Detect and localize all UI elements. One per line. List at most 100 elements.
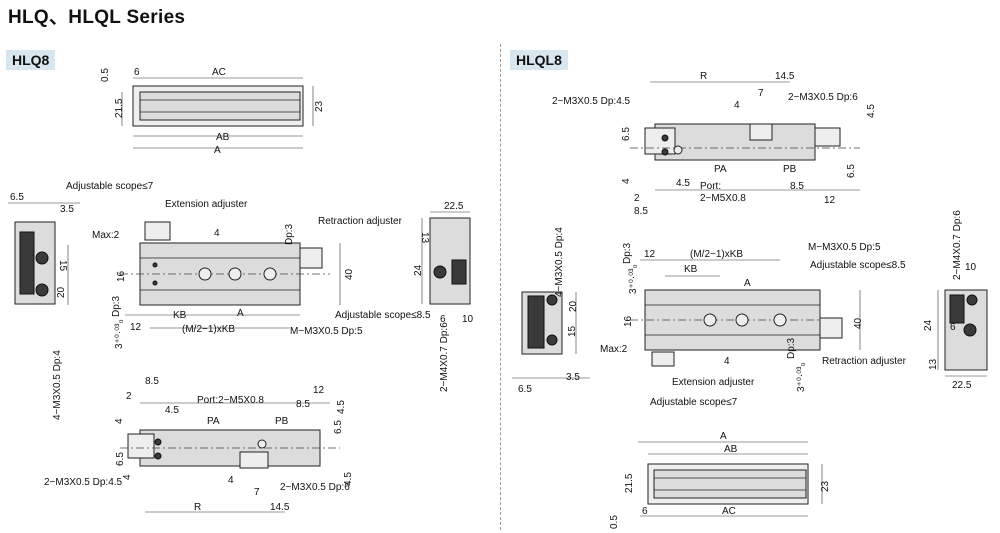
dim-label: 4 <box>214 228 220 239</box>
port-label: M−M3X0.5 Dp:5 <box>290 326 363 337</box>
hlql8-end-view: 2−M4X0.7 Dp:6 10 24 6 13 22.5 <box>923 210 988 391</box>
hlql8-top-view: R 14.5 2−M3X0.5 Dp:4.5 7 2−M3X0.5 Dp:6 4… <box>552 71 877 217</box>
dim-label: 6 <box>134 67 140 78</box>
dim-label: 3.5 <box>566 372 580 383</box>
dim-label: AC <box>212 67 226 78</box>
dim-label: 2 <box>126 391 132 402</box>
hlq8-front-view: Adjustable scope≤7 Extension adjuster Re… <box>66 181 431 349</box>
dim-label: (M/2−1)xKB <box>690 249 743 260</box>
hlq8-side-view: 6.5 3.5 15 20 4−M3X0.5 Dp:4 <box>8 192 80 420</box>
dim-label: 15 <box>567 325 578 337</box>
dim-label: 13 <box>928 358 939 370</box>
dim-label: Dp:3 <box>622 242 633 264</box>
port-label: M−M3X0.5 Dp:5 <box>808 242 881 253</box>
dim-label: 8.5 <box>296 399 310 410</box>
dim-label: A <box>237 308 244 319</box>
dim-label: Max:2 <box>92 230 120 241</box>
hlql8-bottom-view: A AB 21.5 23 0.5 6 AC <box>609 431 831 529</box>
dim-label: 10 <box>462 314 474 325</box>
dim-label: PB <box>275 416 289 427</box>
dim-label: AC <box>722 506 736 517</box>
dim-label: 4 <box>122 474 133 480</box>
dim-label: 6.5 <box>621 127 632 141</box>
section-tag-hlql8: HLQL8 <box>510 50 568 70</box>
dim-label: 21.5 <box>624 473 635 493</box>
dim-label: 21.5 <box>114 98 125 118</box>
dim-label: 6 <box>950 322 956 333</box>
dim-label: 12 <box>644 249 656 260</box>
dim-label: 3.5 <box>60 204 74 215</box>
dim-label: 6.5 <box>518 384 532 395</box>
note-label: Extension adjuster <box>165 199 248 210</box>
dim-label: 8.5 <box>634 206 648 217</box>
hlq8-top-view: 0.5 6 AC 21.5 23 AB A <box>100 67 325 156</box>
dim-label: 24 <box>413 264 424 276</box>
dim-label: 12 <box>130 322 142 333</box>
dim-label: 20 <box>56 286 67 298</box>
dim-label: 2 <box>634 193 640 204</box>
section-divider <box>500 44 501 530</box>
hlql8-side-view: 4−M3X0.5 Dp:4 20 15 6.5 3.5 <box>512 227 590 395</box>
hlq8-bottom-view: 8.5 2 4 4.5 Port:2−M5X0.8 PA PB 8.5 12 6… <box>44 376 354 513</box>
note-label: Adjustable scope≤7 <box>66 181 154 192</box>
dim-label: KB <box>173 310 187 321</box>
dim-label: 13 <box>419 232 430 244</box>
dim-label: AB <box>216 132 230 143</box>
dim-label: R <box>194 502 201 513</box>
dim-label: 6.5 <box>333 420 344 434</box>
dim-label: 40 <box>344 268 355 280</box>
dim-label: 14.5 <box>775 71 795 82</box>
dim-label: 4.5 <box>676 178 690 189</box>
dim-label: 4 <box>734 100 740 111</box>
dim-label: 4.5 <box>866 104 877 118</box>
page-title: HLQ、HLQL Series <box>8 7 186 28</box>
dim-label: 15 <box>57 260 68 272</box>
dim-label: 4 <box>621 178 632 184</box>
dim-label: 0.5 <box>100 68 111 82</box>
port-label: 2−M4X0.7 Dp:6 <box>439 322 450 392</box>
dim-label: 4.5 <box>336 400 347 414</box>
dim-label: 4.5 <box>165 405 179 416</box>
note-label: Retraction adjuster <box>318 216 403 227</box>
note-label: Adjustable scope≤7 <box>650 397 738 408</box>
dim-label: Dp:3 <box>111 295 122 317</box>
port-label: Port:2−M5X0.8 <box>197 395 264 406</box>
dim-label: 6.5 <box>10 192 24 203</box>
dim-label: Dp:3 <box>786 337 797 359</box>
dim-label: 4.5 <box>343 472 354 486</box>
dim-label: PB <box>783 164 797 175</box>
dim-label: 6.5 <box>846 164 857 178</box>
dim-label: 3⁺⁰·⁰³₀ <box>628 264 639 294</box>
port-label: Port: <box>700 181 721 192</box>
dim-label: Max:2 <box>600 344 628 355</box>
dim-label: AB <box>724 444 738 455</box>
dim-label: 20 <box>568 300 579 312</box>
hlq8-end-view: 22.5 13 24 6 10 2−M4X0.7 Dp:6 <box>413 201 474 392</box>
dim-label: 22.5 <box>952 380 972 391</box>
dim-label: 7 <box>758 88 764 99</box>
dim-label: 23 <box>820 480 831 492</box>
dim-label: 0.5 <box>609 515 620 529</box>
note-label: Extension adjuster <box>672 377 755 388</box>
dim-label: 22.5 <box>444 201 464 212</box>
dim-label: 4 <box>724 356 730 367</box>
dim-label: 12 <box>824 195 836 206</box>
dim-label: 3⁺⁰·⁰³₀ <box>796 362 807 392</box>
port-label: 2−M3X0.5 Dp:4.5 <box>552 96 631 107</box>
dim-label: R <box>700 71 707 82</box>
port-label: 4−M3X0.5 Dp:4 <box>554 227 565 297</box>
dim-label: 16 <box>623 315 634 327</box>
port-label: 2−M3X0.5 Dp:6 <box>788 92 858 103</box>
note-label: Adjustable scope≤8.5 <box>810 260 906 271</box>
dim-label: 8.5 <box>790 181 804 192</box>
dim-label: 7 <box>254 487 260 498</box>
section-tag-hlq8: HLQ8 <box>6 50 56 70</box>
dim-label: 40 <box>853 317 864 329</box>
dim-label: 6 <box>440 314 446 325</box>
hlql8-front-view: 12 (M/2−1)xKB M−M3X0.5 Dp:5 Dp:3 KB Adju… <box>600 242 907 408</box>
dim-label: 12 <box>313 385 325 396</box>
dim-label: 3⁺⁰·⁰³₀ <box>114 319 125 349</box>
dim-label: 6.5 <box>115 452 126 466</box>
dim-label: KB <box>684 264 698 275</box>
